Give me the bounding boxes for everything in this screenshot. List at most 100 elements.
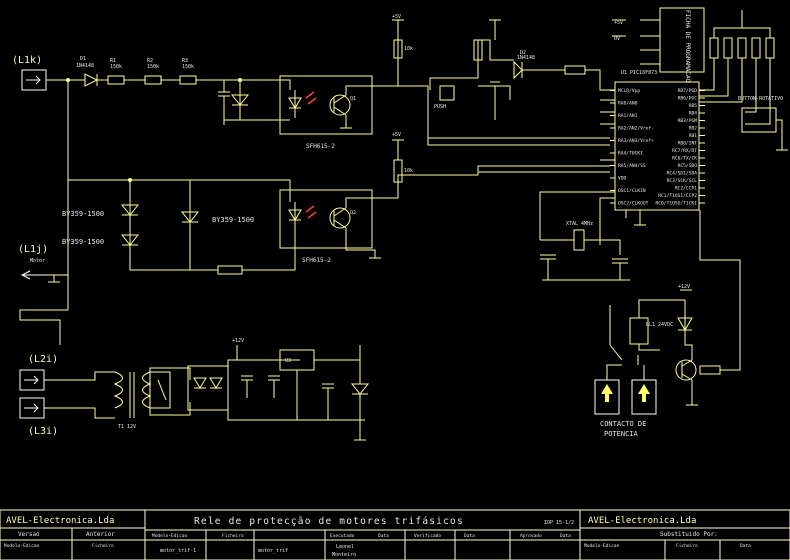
mcu-left-pins: MCLR/VppRA0/AN0RA1/AN1RA2/AN2/Vref-RA3/A… [610,88,654,207]
mcu-pin-label: RC5/SDO [678,163,698,169]
diode-by359-b [120,234,140,246]
connector-l1k-label: (L1k) [12,55,42,66]
modelo-edicao-label: Modelo-Edicao [152,533,188,539]
mcu-pin-label: RA2/AN2/Vref- [618,126,654,132]
opto2-label: SFH615-2 [302,257,331,264]
push-button [439,85,455,101]
q2-ref: Q2 [350,210,356,216]
optocoupler-2 [279,189,373,249]
resistor-r3 [179,75,197,85]
bridge-rectifier [187,365,229,411]
substituido-label: Substituido Por: [660,531,718,538]
mcu-pin-label: RB5 [689,103,698,109]
company-right: AVEL-Electronica.Lda [588,516,696,526]
sheet-code: IOP 15-1/2 [544,520,574,526]
mcu-pin-label: RA4/T0CKI [618,151,643,157]
company-left: AVEL-Electronica.Lda [6,516,114,526]
resistor-rx [217,265,243,275]
connector-l2i-terminal [19,369,45,391]
modelo-edicao-label-right: Modelo-Edicao [584,543,620,549]
mcu-pin-label: RB0/INT [678,141,698,147]
mcu-pin-label: RB7/PGD [678,88,698,94]
resistor-r1 [107,75,125,85]
d1-part: 1N4148 [76,63,94,69]
mcu-pin-label: RB2 [689,126,698,132]
connector-l3i-label: (L3i) [28,426,58,437]
mcu-pin-label: RC6/TX/CK [672,156,697,162]
mcu-pin-label: MCLR/Vpp [618,88,640,94]
connector-l1k-terminal [21,69,47,91]
modelo-edicao-label-left: Modelo-Edicao [4,543,40,549]
relay-vdd-label: +12V [678,284,690,290]
file-value: motor_trif [258,548,288,554]
transformer-label: T1 12V [118,424,136,430]
mcu-pin-label: RC3/SCK/SCL [667,178,698,184]
mcu-pin-label: RC0/T1OSO/T1CKI [656,201,698,207]
mcu-right-pins: RB7/PGDRB6/PGCRB5RB4RB3/PGMRB2RB1RB0/INT… [656,88,705,207]
mcu-pin-label: RC2/CCP1 [675,186,697,192]
verificado-label: Verificado [414,533,441,539]
by359-a-label: BY359-1500 [62,210,104,218]
r3-value: 150k [182,64,194,70]
contact-label-2: POTENCIA [604,430,639,438]
data-label-3: Data [560,533,571,539]
diode-d2 [513,60,523,80]
transformer-t1 [113,371,152,418]
title-block [0,509,790,560]
mcu-pin-label: RA3/AN3/Vref+ [618,138,654,144]
aprovado-label: Aprovado [520,533,542,539]
ficheiro-label: Ficheiro [222,533,244,539]
d2-ref: D2 [520,50,526,56]
connector-l3i-terminal [19,397,45,419]
anterior-label: Anterior [86,531,115,538]
vdd-12v-label: +12V [232,338,244,344]
diode-d1 [84,73,99,87]
motor-label: Motor [30,258,45,264]
versao-label: Versao [18,531,40,538]
mcu-pin-label: RC1/T1OSI/CCP2 [658,193,697,199]
connector-l1j-label: (L1j) [18,244,48,255]
header-0v-label: 0V [614,36,620,42]
crystal-oscillator [573,229,585,251]
by359-b-label: BY359-1500 [62,238,104,246]
q1-ref: Q1 [350,96,356,102]
opto1-label: SFH615-2 [306,143,335,150]
resistor-r2 [144,75,162,85]
crystal-label: XTAL 4MHz [566,221,593,227]
d2-part: 1N4148 [517,55,535,61]
model-value: motor_trif-1 [160,548,196,554]
r5-value: 10k [404,168,413,174]
mcu-pin-label: RA5/AN4/SS [618,163,646,169]
connector-l2i-label: (L2i) [28,354,58,365]
mcu-pin-label: RA0/AN0 [618,101,638,107]
mcu-pin-label: RB6/PGC [678,96,698,102]
diode-by359-c [180,211,200,223]
data-label-1: Data [378,533,389,539]
programming-header [659,7,705,73]
ficheiro-label-left: Ficheiro [92,543,114,549]
header-5v-label: +5V [614,20,623,26]
r4-value: 10k [404,46,413,52]
vdd-label-a: +5V [392,14,401,20]
r2-value: 150k [147,64,159,70]
r1-ref: R1 [110,58,116,64]
author-line-2: Monteiro [332,552,356,558]
d1-ref: D1 [80,56,86,62]
executado-label: Executado [330,533,355,539]
contact-label-1: CONTACTO DE [600,420,646,428]
optocoupler-1 [279,75,373,135]
r3-ref: R3 [182,58,188,64]
programming-header-label: FICHA DE PROGRAMACAO [684,10,691,83]
regulator-ref: U3 [285,358,291,364]
data-label-2: Data [464,533,475,539]
mcu-pin-label: OSC2/CLKOUT [618,201,649,207]
drawing-title: Rele de protecção de motores trifásicos [194,516,464,527]
vdd-label-b: +5V [392,132,401,138]
mcu-pin-label: VDD [618,176,627,182]
relay-driver-transistor [675,359,697,381]
mcu-pin-label: RC7/RX/DT [672,148,697,154]
relay-label: RL1 24VDC [646,322,673,328]
mcu-pin-label: RB1 [689,133,698,139]
ficheiro-label-right: Ficheiro [676,543,698,549]
